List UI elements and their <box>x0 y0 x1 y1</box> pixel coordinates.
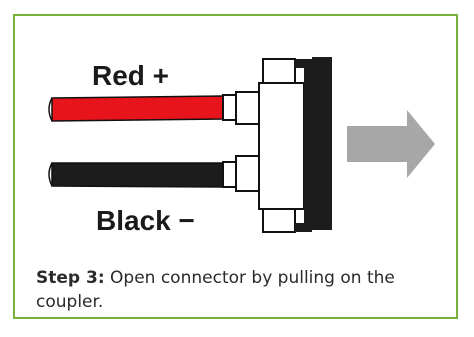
coupler <box>295 57 332 232</box>
step-caption: Step 3: Open connector by pulling on the… <box>36 266 446 314</box>
connector-housing <box>258 58 305 233</box>
connector-diagram: Red + Black − <box>48 57 435 236</box>
upper-terminal <box>222 91 260 125</box>
instruction-panel: Red + Black − Step 3: Open connector by … <box>13 14 458 319</box>
step-description: Open connector by pulling on the coupler… <box>36 268 395 312</box>
red-wire-label: Red + <box>92 60 169 91</box>
step-label: Step 3: <box>36 268 105 288</box>
red-wire <box>48 95 224 122</box>
black-wire-label: Black − <box>96 205 195 236</box>
lower-terminal <box>222 155 260 192</box>
black-wire <box>48 162 224 188</box>
arrow-right-icon <box>347 110 435 178</box>
